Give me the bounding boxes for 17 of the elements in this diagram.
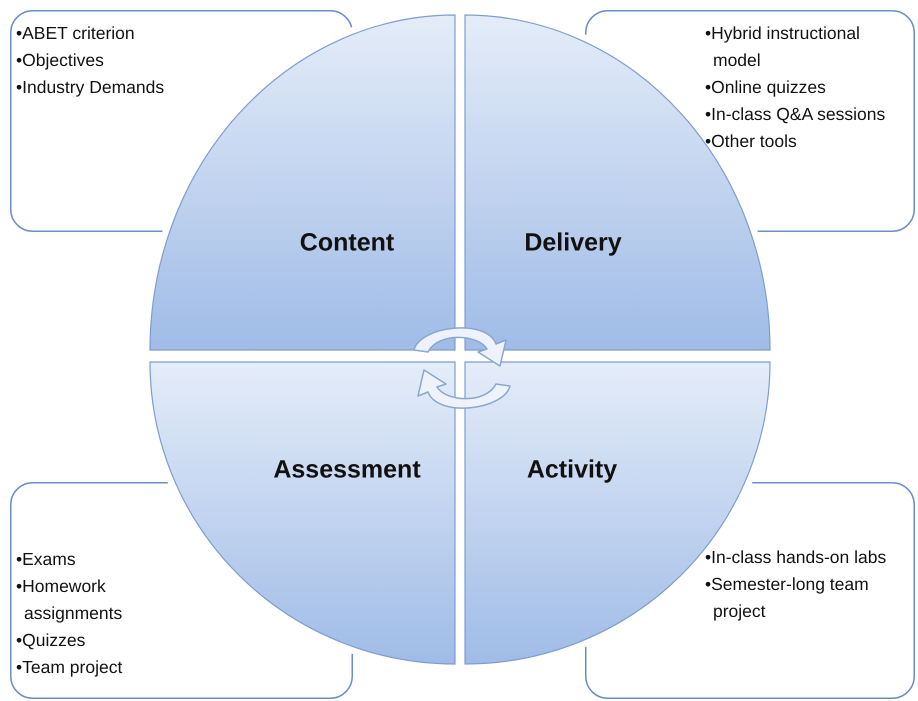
- bullet-item: •Team project: [16, 656, 124, 679]
- bullet-item: •In-class Q&A sessions: [705, 103, 886, 126]
- quadrant-title: Assessment: [273, 456, 421, 484]
- bullet-item: •Semester-long team project: [705, 573, 870, 623]
- bullet-item: •Online quizzes: [705, 76, 827, 99]
- bullet-item: •Exams: [16, 548, 77, 571]
- bullet-item: •ABET criterion: [16, 22, 136, 45]
- bullet-item: •In-class hands-on labs: [705, 546, 888, 569]
- quadrant-title: Content: [300, 228, 394, 258]
- quadrant-title: Activity: [526, 456, 618, 484]
- bullet-item: •Hybrid instructional model: [705, 22, 861, 72]
- bullet-item: •Objectives: [16, 49, 105, 72]
- bullet-item: •Industry Demands: [16, 76, 166, 99]
- bullet-item: •Quizzes: [16, 629, 86, 652]
- bullet-item: •Other tools: [705, 130, 798, 153]
- bullet-item: •Homework assignments: [16, 575, 124, 625]
- quadrant-title: Delivery: [524, 228, 622, 258]
